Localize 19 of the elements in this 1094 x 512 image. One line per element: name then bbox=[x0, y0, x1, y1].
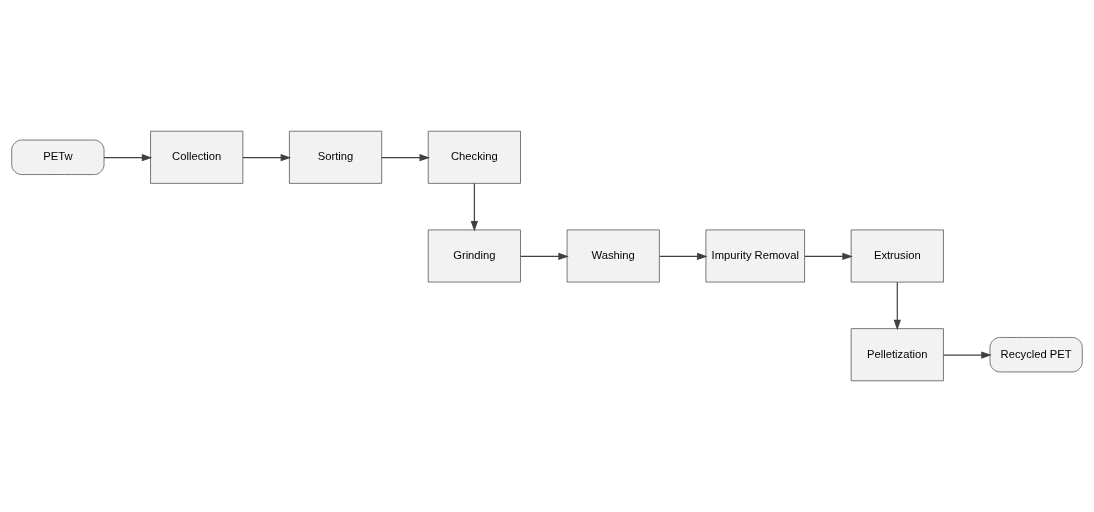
arrow bbox=[804, 252, 853, 261]
node-box: Sorting bbox=[289, 130, 383, 184]
arrow bbox=[893, 281, 901, 331]
arrow bbox=[659, 252, 708, 261]
node-box: Checking bbox=[427, 130, 521, 184]
arrow bbox=[242, 154, 292, 162]
arrow bbox=[381, 154, 430, 162]
node-box: Grinding bbox=[427, 229, 521, 283]
arrow bbox=[520, 252, 569, 261]
node-box: Pelletization bbox=[850, 328, 944, 382]
node-box: Washing bbox=[566, 229, 660, 283]
arrow bbox=[942, 351, 992, 359]
arrow bbox=[103, 154, 153, 162]
arrow bbox=[470, 182, 479, 232]
node-box: PETw bbox=[11, 139, 105, 175]
node-box: Collection bbox=[150, 130, 244, 184]
node-box: Impurity Removal bbox=[705, 229, 805, 283]
node-box: Recycled PET bbox=[989, 337, 1083, 373]
node-box: Extrusion bbox=[850, 229, 944, 283]
